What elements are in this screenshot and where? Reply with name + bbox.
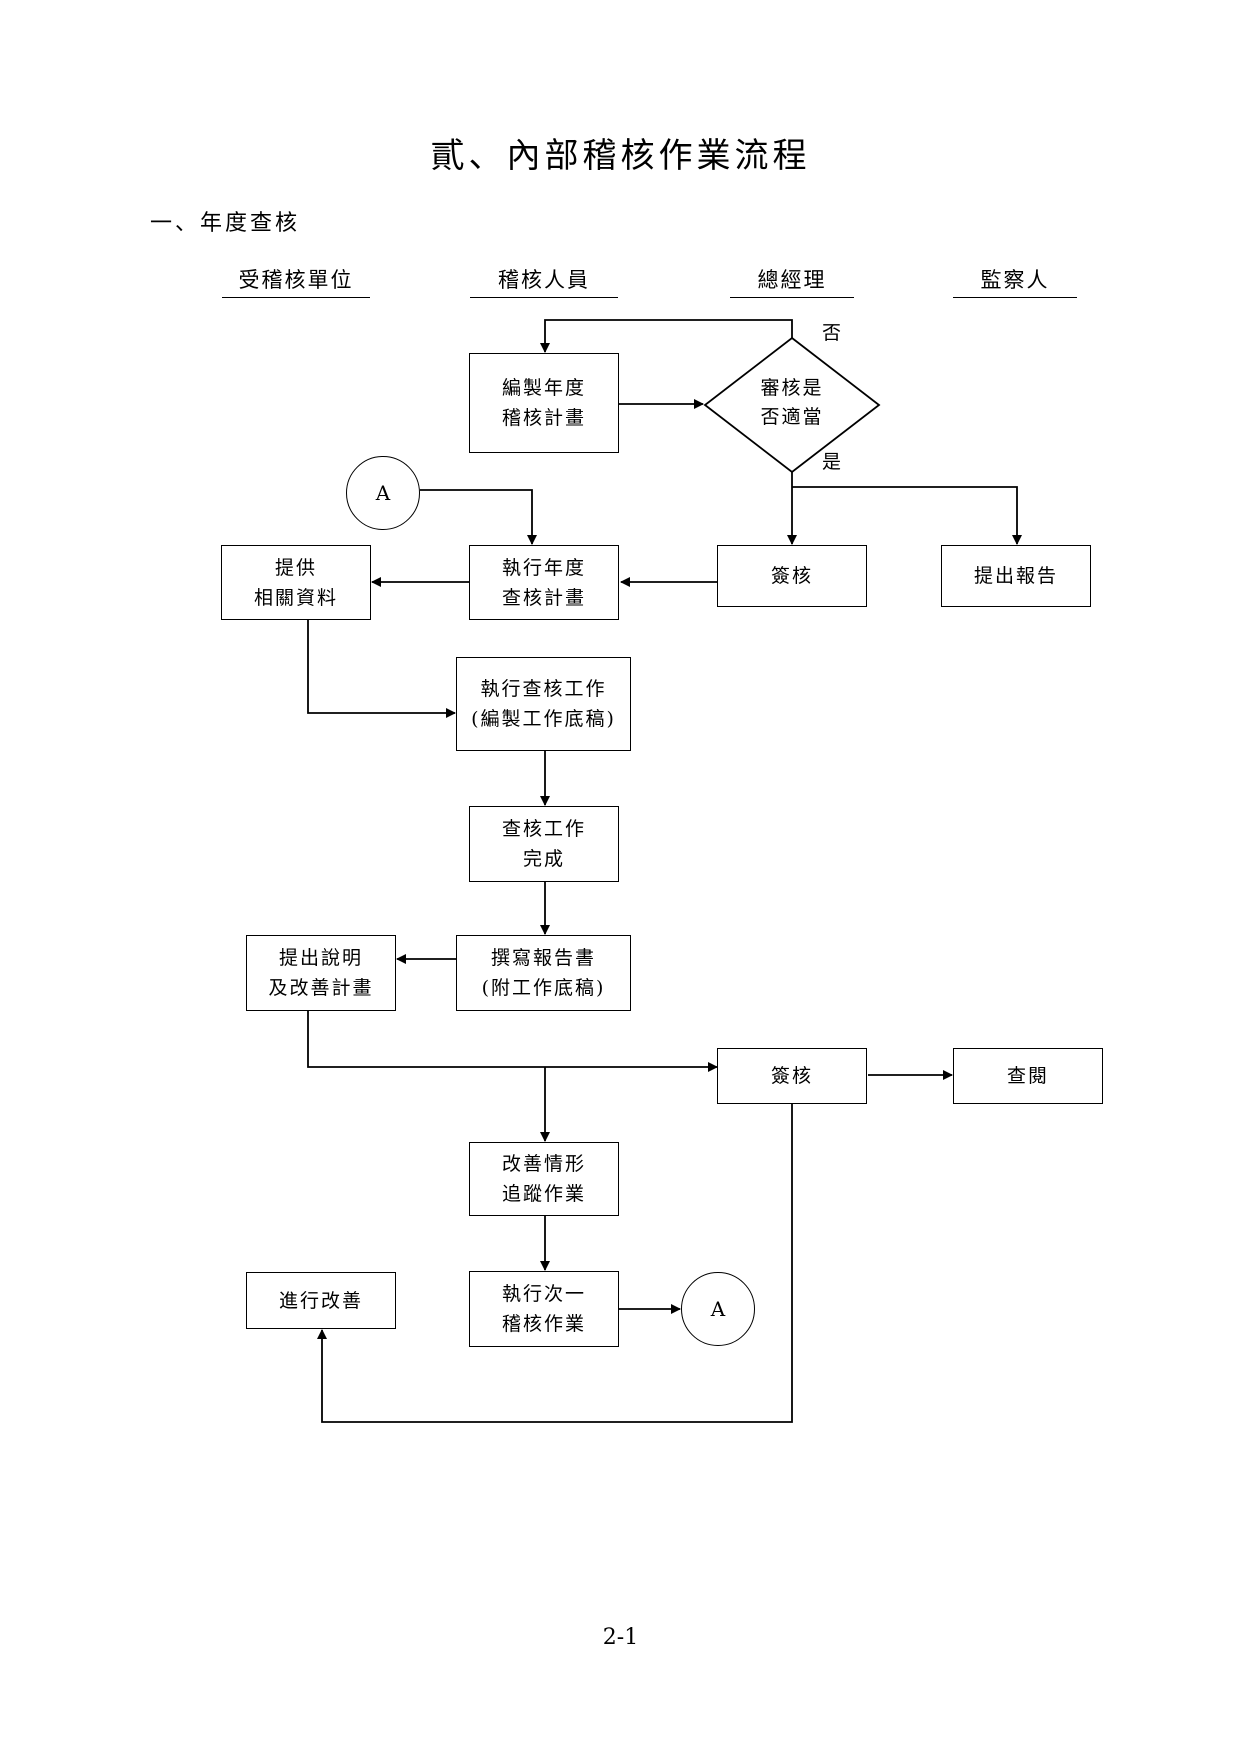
lane-header-audited-unit: 受稽核單位 <box>222 264 370 298</box>
node-inspect: 查閱 <box>953 1048 1103 1104</box>
arrow-signoff-to-improve <box>317 1104 793 1423</box>
node-improvement-followup: 改善情形 追蹤作業 <box>469 1142 619 1216</box>
node-sign-off-gm: 簽核 <box>717 545 867 607</box>
node-review-decision: 審核是 否適當 <box>760 377 824 428</box>
arrow-review-yes-to-report <box>792 486 1022 545</box>
node-carry-out-improvement: 進行改善 <box>246 1272 396 1329</box>
node-audit-complete: 查核工作 完成 <box>469 806 619 882</box>
connector-a-top: A <box>346 456 420 530</box>
arrow-explain-to-signoff <box>307 1011 718 1072</box>
arrow-connector-a-to-execute <box>420 489 537 545</box>
node-explain-and-improve-plan: 提出說明 及改善計畫 <box>246 935 396 1011</box>
page-number: 2-1 <box>602 1625 639 1650</box>
section-heading: 一、年度查核 <box>150 211 301 236</box>
node-prepare-annual-plan: 編製年度 稽核計畫 <box>469 353 619 453</box>
lane-header-auditor: 稽核人員 <box>470 264 618 298</box>
node-execute-audit-work: 執行查核工作 (編製工作底稿) <box>456 657 631 751</box>
lane-header-supervisor: 監察人 <box>953 264 1077 298</box>
node-execute-annual-plan: 執行年度 查核計畫 <box>469 545 619 620</box>
node-submit-report: 提出報告 <box>941 545 1091 607</box>
lane-header-general-manager: 總經理 <box>730 264 854 298</box>
node-provide-data: 提供 相關資料 <box>221 545 371 620</box>
arrow-review-no-loop <box>540 319 793 353</box>
connector-a-bottom: A <box>681 1272 755 1346</box>
label-yes: 是 <box>822 451 842 473</box>
node-write-report: 撰寫報告書 (附工作底稿) <box>456 935 631 1011</box>
node-next-audit: 執行次一 稽核作業 <box>469 1271 619 1347</box>
arrow-provide-to-audit <box>307 620 456 718</box>
node-sign-off-gm-2: 簽核 <box>717 1048 867 1104</box>
page-title: 貳、內部稽核作業流程 <box>430 136 811 176</box>
label-no: 否 <box>822 322 842 344</box>
